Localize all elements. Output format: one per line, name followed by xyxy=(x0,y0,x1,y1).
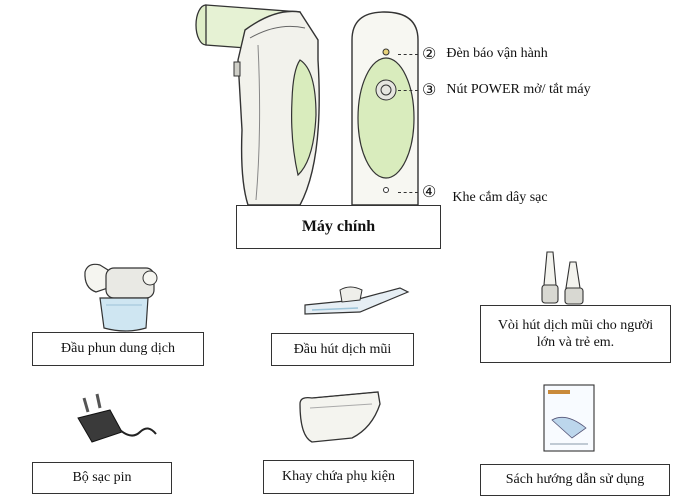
callout-label: Khe cắm dây sạc xyxy=(452,190,548,205)
charger-icon xyxy=(77,393,157,443)
device-body-side xyxy=(237,10,320,206)
manual-label-box: Sách hướng dẫn sử dụng xyxy=(480,464,670,496)
main-unit-label-box: Máy chính xyxy=(236,205,441,249)
callout-label: Nút POWER mở/ tắt máy xyxy=(446,82,591,97)
main-unit-label: Máy chính xyxy=(301,218,376,235)
tray-icon xyxy=(299,391,381,443)
device-body-front xyxy=(351,11,419,206)
spray-head-label-box: Đầu phun dung dịch xyxy=(32,332,204,366)
manual-label: Sách hướng dẫn sử dụng xyxy=(505,472,645,488)
nozzles-icon xyxy=(541,251,584,305)
nozzles-label-box: Vòi hút dịch mũi cho người lớn và trẻ em… xyxy=(480,305,671,363)
device-nozzle xyxy=(195,4,301,53)
suction-head-icon xyxy=(304,286,410,315)
callout-number: ② xyxy=(422,46,437,63)
device-green-panel-front xyxy=(357,57,415,179)
power-button-icon xyxy=(375,79,397,101)
charger-label-box: Bộ sạc pin xyxy=(32,462,172,494)
callout-status-light: ② Đèn báo vận hành xyxy=(398,44,548,64)
charging-port xyxy=(383,187,389,193)
spray-head-label: Đầu phun dung dịch xyxy=(61,341,175,357)
callout-charging-port: ④ Khe cắm dây sạc xyxy=(398,182,548,205)
callout-number: ④ xyxy=(422,184,437,201)
callout-number: ③ xyxy=(422,82,437,99)
suction-head-label-box: Đầu hút dịch mũi xyxy=(271,333,414,366)
tray-label-box: Khay chứa phụ kiện xyxy=(263,460,414,494)
callout-label: Đèn báo vận hành xyxy=(446,46,548,61)
status-light xyxy=(382,48,390,56)
manual-icon xyxy=(543,384,595,452)
tray-label: Khay chứa phụ kiện xyxy=(282,469,395,485)
charger-label: Bộ sạc pin xyxy=(72,470,132,486)
suction-head-label: Đầu hút dịch mũi xyxy=(293,341,392,357)
spray-head-icon xyxy=(84,263,158,332)
nozzles-label: Vòi hút dịch mũi cho người lớn và trẻ em… xyxy=(497,317,654,351)
device-green-panel-side xyxy=(291,59,317,177)
callout-power-button: ③ Nút POWER mở/ tắt máy xyxy=(398,80,591,100)
